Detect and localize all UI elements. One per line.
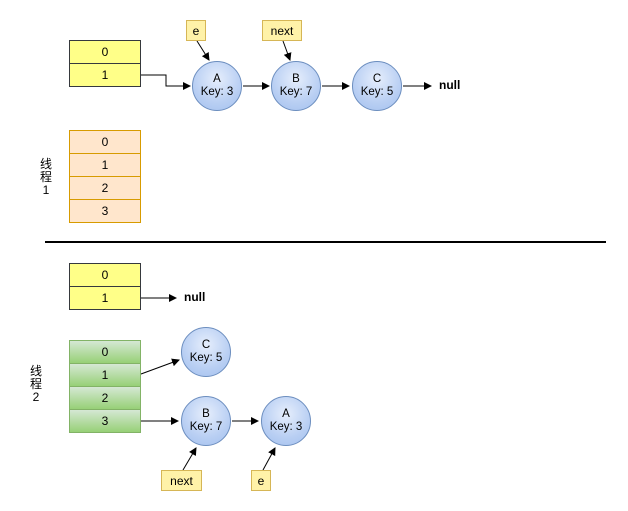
node-key: Key: 3: [200, 86, 234, 98]
t2-old-table-slot-0: 0: [69, 263, 141, 287]
t1-node-B: B Key: 7: [271, 61, 321, 111]
t1-thread-label: 线 程 1: [38, 158, 54, 197]
t1-node-A: A Key: 3: [192, 61, 242, 111]
arrow-t1-slot1-to-A: [140, 74, 191, 90]
t1-new-table-slot-2: 2: [69, 176, 141, 200]
t1-new-table-slot-3: 3: [69, 199, 141, 223]
node-key: Key: 7: [189, 421, 223, 433]
t1-pointer-next: next: [262, 20, 302, 41]
node-name: C: [372, 73, 382, 85]
label-char: 线: [39, 157, 52, 171]
node-key: Key: 7: [279, 86, 313, 98]
t2-thread-label: 线 程 2: [28, 365, 44, 404]
t1-node-C: C Key: 5: [352, 61, 402, 111]
t1-null-label: null: [439, 78, 461, 92]
t1-new-table-slot-1: 1: [69, 153, 141, 177]
node-name: B: [202, 408, 210, 420]
label-char: 程: [29, 377, 42, 391]
arrow-t1-next-to-B: [282, 40, 292, 61]
t2-node-B: B Key: 7: [181, 396, 231, 446]
node-key: Key: 5: [360, 86, 394, 98]
t2-node-C: C Key: 5: [181, 327, 231, 377]
t2-null-label: null: [184, 290, 206, 304]
t1-old-table-slot-0: 0: [69, 40, 141, 64]
t1-new-table-slot-0: 0: [69, 130, 141, 154]
t2-pointer-next: next: [161, 470, 202, 491]
node-name: B: [292, 73, 300, 85]
arrow-t2-slot1-to-C: [140, 358, 180, 375]
t1-old-table-slot-1: 1: [69, 63, 141, 87]
label-char: 1: [42, 183, 50, 197]
arrow-t2-next-to-B: [182, 447, 197, 471]
label-char: 线: [29, 364, 42, 378]
arrow-t1-e-to-A: [196, 40, 210, 61]
node-key: Key: 5: [189, 352, 223, 364]
node-name: A: [213, 73, 221, 85]
t2-new-table-slot-3: 3: [69, 409, 141, 433]
label-char: 2: [32, 390, 40, 404]
t2-old-table-slot-1: 1: [69, 286, 141, 310]
t2-new-table-slot-1: 1: [69, 363, 141, 387]
t1-pointer-e: e: [186, 20, 206, 41]
t2-node-A: A Key: 3: [261, 396, 311, 446]
arrow-t2-e-to-A: [262, 447, 276, 471]
t2-new-table-slot-2: 2: [69, 386, 141, 410]
label-char: 程: [39, 170, 52, 184]
node-name: A: [282, 408, 290, 420]
t2-pointer-e: e: [251, 470, 271, 491]
node-name: C: [201, 339, 211, 351]
node-key: Key: 3: [269, 421, 303, 433]
t2-new-table-slot-0: 0: [69, 340, 141, 364]
